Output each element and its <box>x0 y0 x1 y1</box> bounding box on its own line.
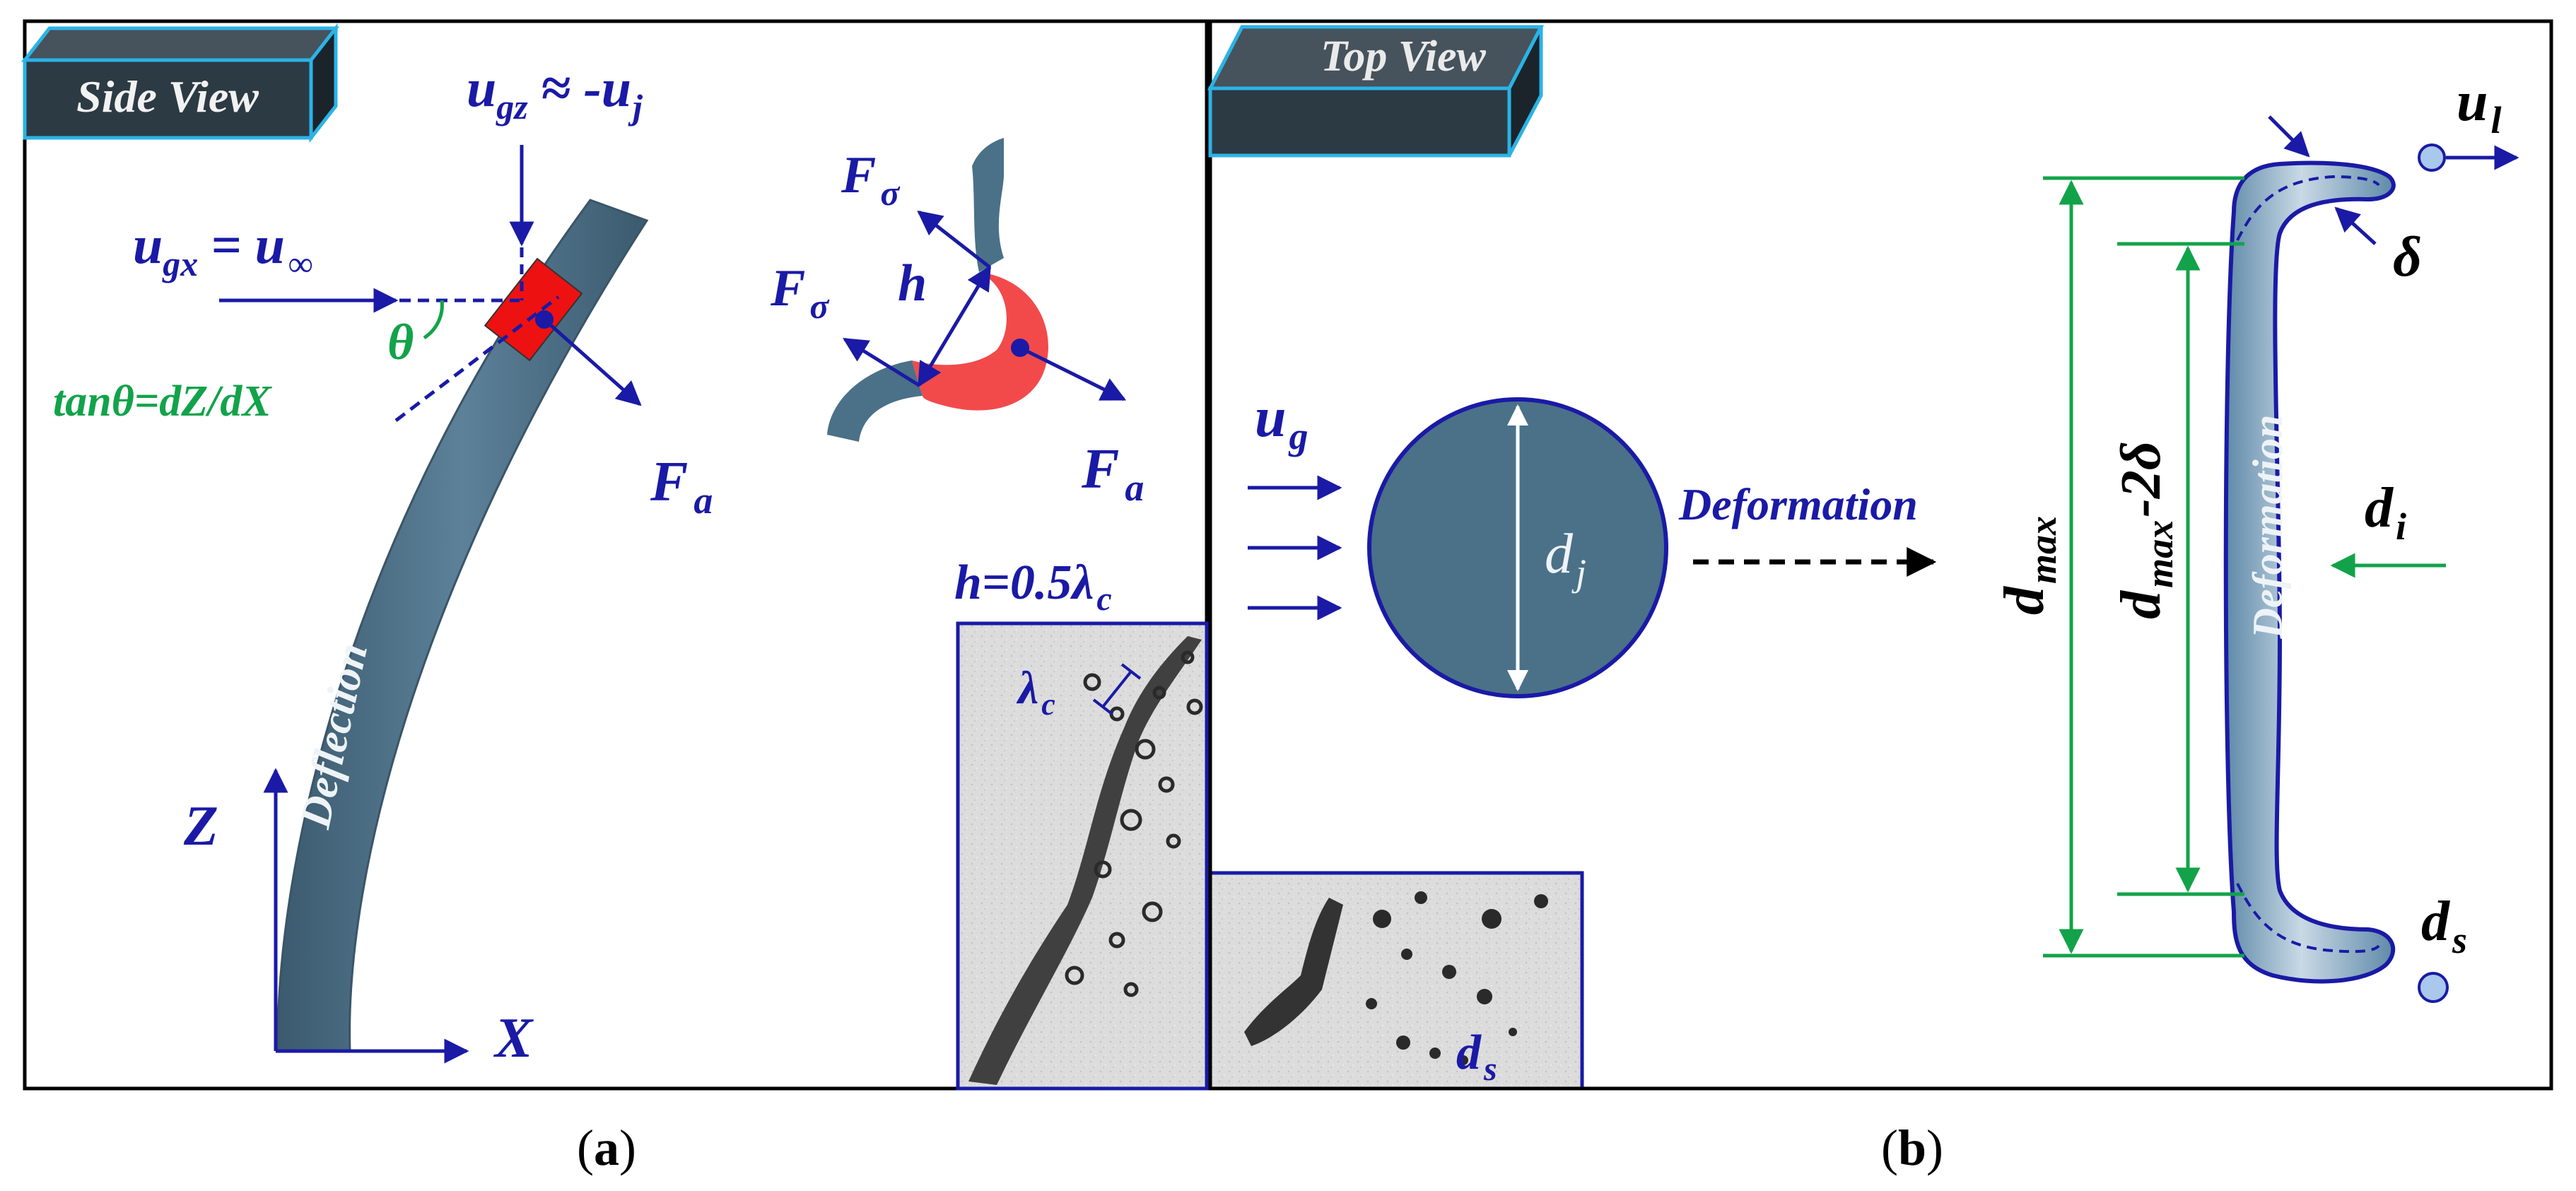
ugx-label: ugx= u∞ <box>133 216 313 283</box>
fsigma-upper-arrow <box>917 210 991 269</box>
ds-droplet <box>2418 972 2449 1003</box>
droplet-ligament <box>1244 898 1343 1046</box>
side-view-label: Side View <box>76 71 259 122</box>
caption-b: (b) <box>1881 1120 1943 1176</box>
deformation-arrow-label: Deformation <box>1678 479 1918 529</box>
delta-arrow-outer <box>2268 115 2310 158</box>
fa-inset-arrow <box>1019 346 1127 401</box>
h-dimension <box>917 264 992 388</box>
dj-label: dj <box>1545 523 1586 594</box>
upper-ligament-arm <box>972 138 1004 272</box>
top-view-label: Top View <box>1321 33 1486 81</box>
fsigma-lower-arrow <box>843 337 920 387</box>
fa-arrow <box>543 318 642 406</box>
sheet-rim-bottom <box>2236 883 2380 954</box>
h-equation: h=0.5λc <box>954 556 1112 618</box>
red-element <box>484 257 583 362</box>
droplet-photo-inset: ds <box>1207 871 1584 1091</box>
lower-ligament-arm <box>827 360 923 442</box>
ligament-droplets <box>1065 650 1203 997</box>
lambda-tick-a <box>1092 698 1113 715</box>
dmax2-label: dmax-2δ <box>2110 441 2181 619</box>
ugz-label: ugz≈ -uj <box>467 59 643 127</box>
di-label: di <box>2365 477 2406 548</box>
panel-b: Top View ug dj Deformation Deformation d… <box>1207 19 2553 1091</box>
ligament-photo-inset: λc <box>956 621 1209 1091</box>
theta-label: θ <box>387 314 414 370</box>
x-axis-label: X <box>493 1007 534 1069</box>
lambda-tick-b <box>1120 663 1142 680</box>
ul-label: ul <box>2457 71 2502 141</box>
drops <box>1366 891 1548 1065</box>
ds-label-a: ds <box>1456 1026 1497 1088</box>
top-view-badge: Top View <box>1207 25 1545 158</box>
ligament-sheet-edge <box>968 636 1202 1085</box>
sheet-rim-top <box>2236 175 2380 241</box>
delta-arrow-inner <box>2334 206 2377 245</box>
delta-label: δ <box>2393 226 2422 288</box>
side-view-badge: Side View <box>21 23 340 143</box>
deformation-sheet-label: Deformation <box>2244 415 2291 640</box>
lambda-label: λc <box>1016 662 1055 722</box>
lambda-bracket <box>1101 670 1132 708</box>
caption-a: (a) <box>577 1120 636 1176</box>
deformed-sheet <box>2223 160 2396 984</box>
h-label: h <box>898 254 927 312</box>
theta-arc <box>423 300 444 340</box>
panel-b-frame <box>1208 19 2553 1091</box>
dmax-label: dmax <box>1994 516 2064 615</box>
tan-equation: tanθ=dZ/dX <box>53 377 272 426</box>
ds-label-b: ds <box>2421 891 2467 961</box>
ug-label: ug <box>1255 387 1309 457</box>
tangent-line <box>394 295 560 422</box>
deflected-jet <box>276 199 649 1052</box>
ul-droplet <box>2418 143 2446 172</box>
z-axis-label: Z <box>183 795 218 857</box>
